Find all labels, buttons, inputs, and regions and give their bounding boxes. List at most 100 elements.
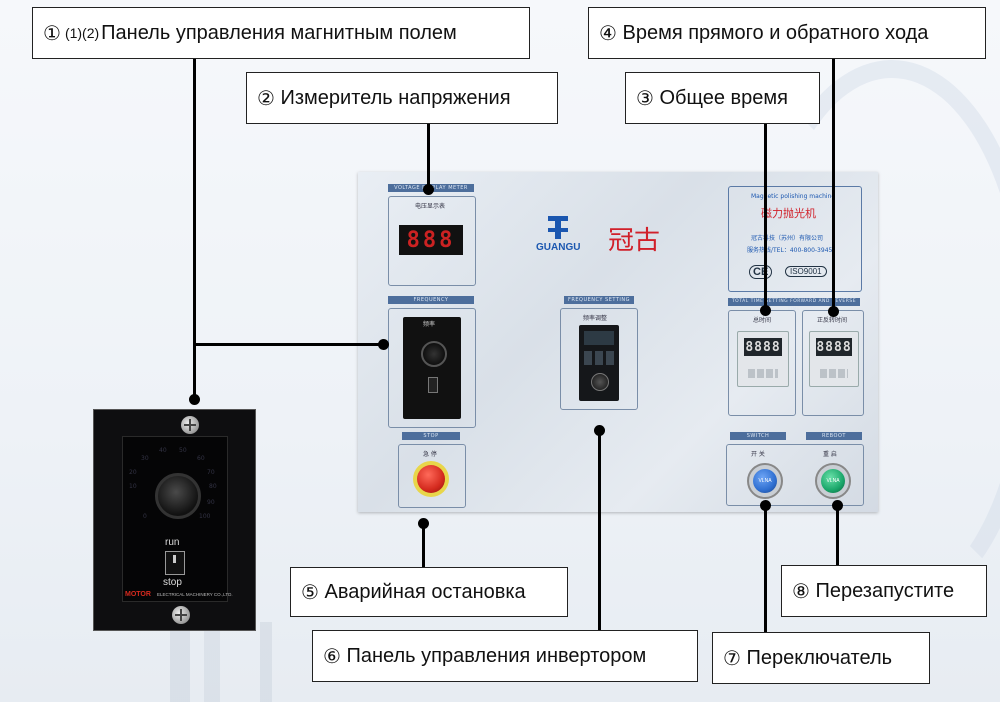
frequency-title: 频率 [423, 321, 436, 328]
magnetic-controller-closeup: 10 20 30 40 50 60 70 80 90 100 0 run sto… [93, 409, 256, 631]
dial-scale-label: 60 [197, 455, 205, 462]
leader-line-5 [422, 524, 425, 568]
label-text: Аварийная остановка [324, 580, 526, 603]
voltmeter-box: 电压显示表 888 [388, 196, 476, 286]
magnetic-controller: 频率 [403, 317, 461, 419]
label-voltmeter: ② Измеритель напряжения [246, 72, 558, 124]
dial-scale-label: 100 [199, 513, 211, 520]
magnetic-panel-box: 频率 [388, 308, 476, 428]
timer-strip: TOTAL TIME SETTING FORWARD AND REVERSE T… [728, 298, 860, 312]
dial-scale-label: 10 [129, 483, 137, 490]
leader-line-1 [193, 59, 196, 399]
frequency-strip: FREQUENCY [388, 296, 474, 304]
label-number: ④ [599, 22, 617, 45]
leader-line-4 [832, 59, 835, 311]
nameplate-cn: 磁力抛光机 [761, 207, 816, 220]
inverter-knob[interactable] [591, 373, 609, 391]
label-number: ⑥ [323, 645, 341, 668]
label-text: Перезапустите [815, 579, 955, 602]
dial-scale-label: 20 [129, 469, 137, 476]
label-magnetic-panel: ① (1)(2) Панель управления магнитным пол… [32, 7, 530, 59]
iso-mark: ISO9001 [785, 266, 827, 277]
label-inverter-panel: ⑥ Панель управления инвертором [312, 630, 698, 682]
total-time-display: 8888 [744, 338, 782, 356]
dial-scale-label: 50 [179, 447, 187, 454]
inverter-display [584, 331, 614, 345]
label-number: ② [257, 87, 275, 110]
guangu-logo [546, 214, 570, 244]
forward-reverse-title: 正反转时间 [817, 317, 848, 324]
stop-ring [413, 461, 449, 497]
label-text: Переключатель [746, 646, 893, 669]
nameplate: Magnetic polishing machine 磁力抛光机 冠古科技（苏州… [728, 186, 862, 292]
leader-line-6 [598, 430, 601, 630]
total-time-timer[interactable]: 8888 [737, 331, 789, 387]
dial-scale-label: 70 [207, 469, 215, 476]
inverter-strip: FREQUENCY SETTING [564, 296, 634, 304]
total-time-title: 总时间 [753, 317, 772, 324]
label-emergency-stop: ⑤ Аварийная остановка [290, 567, 568, 617]
label-text: Общее время [659, 86, 789, 109]
brand-latin: GUANGU [536, 242, 581, 253]
stop-box: 急 停 [398, 444, 466, 508]
leader-dot-1-inset [189, 394, 200, 405]
label-text: Время прямого и обратного хода [622, 21, 929, 44]
label-number: ③ [636, 87, 654, 110]
forward-reverse-timer[interactable]: 8888 [809, 331, 859, 387]
closeup-run-label: run [165, 537, 180, 548]
label-number: ⑧ [792, 580, 810, 603]
leader-dot-1-panel [378, 339, 389, 350]
screw-top [181, 416, 199, 434]
forward-reverse-keys[interactable] [820, 369, 848, 378]
forward-reverse-box: 正反转时间 8888 [802, 310, 864, 416]
closeup-run-switch[interactable] [165, 551, 185, 575]
closeup-faceplate: 10 20 30 40 50 60 70 80 90 100 0 run sto… [122, 436, 233, 602]
stop-strip: STOP [402, 432, 460, 440]
closeup-brand: MOTOR [125, 591, 151, 598]
dial-scale-label: 80 [209, 483, 217, 490]
speed-knob[interactable] [421, 341, 447, 367]
control-panel: VOLTAGE DISPLAY METER 电压显示表 888 FREQUENC… [358, 172, 878, 512]
label-total-time: ③ Общее время [625, 72, 820, 124]
nameplate-en: Magnetic polishing machine [751, 193, 836, 200]
leader-line-3 [764, 124, 767, 310]
inverter-keys[interactable] [584, 351, 614, 365]
total-time-keys[interactable] [748, 369, 778, 378]
leader-line-7 [764, 506, 767, 632]
inverter-box: 频率调整 [560, 308, 638, 410]
closeup-speed-knob[interactable] [155, 473, 201, 519]
inverter-unit [579, 325, 619, 401]
label-text: Измеритель напряжения [280, 86, 511, 109]
nameplate-company: 冠古科技（苏州）有限公司 [751, 235, 824, 242]
dial-scale-label: 90 [207, 499, 215, 506]
label-switch: ⑦ Переключатель [712, 632, 930, 684]
leader-line-1-branch [193, 343, 383, 346]
switch-title: 开 关 [751, 451, 765, 458]
label-number: ① [43, 22, 61, 45]
run-toggle[interactable] [428, 377, 438, 393]
switch-strip: SWITCH [730, 432, 786, 440]
emergency-stop-button[interactable] [417, 465, 445, 493]
dial-scale-label: 40 [159, 447, 167, 454]
stop-title: 急 停 [423, 451, 437, 458]
closeup-stop-label: stop [163, 577, 182, 588]
restart-strip: REBOOT [806, 432, 862, 440]
label-text: Панель управления магнитным полем [101, 21, 457, 44]
voltmeter-title: 电压显示表 [415, 203, 446, 210]
buttons-box: 开 关 重 启 VLNA VLNA [726, 444, 864, 506]
total-time-box: 总时间 8888 [728, 310, 796, 416]
switch-button[interactable]: VLNA [753, 469, 777, 493]
ce-mark: CE [749, 265, 773, 279]
label-restart: ⑧ Перезапустите [781, 565, 987, 617]
leader-dot-2 [423, 184, 434, 195]
dial-scale: 10 20 30 40 50 60 70 80 90 100 0 [123, 437, 227, 537]
label-text: Панель управления инвертором [346, 644, 647, 667]
restart-button[interactable]: VLNA [821, 469, 845, 493]
label-forward-reverse-time: ④ Время прямого и обратного хода [588, 7, 986, 59]
leader-dot-4 [828, 306, 839, 317]
forward-reverse-display: 8888 [816, 338, 852, 356]
closeup-switch-mark [173, 555, 176, 563]
restart-bezel: VLNA [815, 463, 851, 499]
dial-scale-label: 0 [143, 513, 147, 520]
closeup-maker: ELECTRICAL MACHINERY CO.,LTD. [157, 592, 233, 597]
